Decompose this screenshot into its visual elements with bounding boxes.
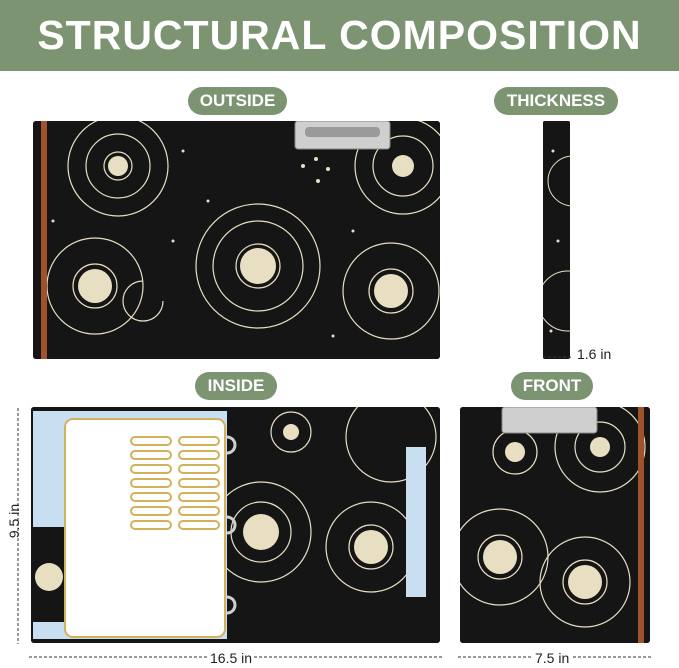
thickness-value: 1.6 in	[577, 346, 612, 362]
label-inside: INSIDE	[195, 372, 277, 400]
height-value: 9.5 in	[6, 503, 22, 539]
outside-artwork	[33, 121, 440, 359]
width-front-value: 7.5 in	[533, 650, 572, 666]
thickness-artwork	[543, 121, 570, 359]
thickness-dimension-line	[543, 356, 573, 358]
front-view	[460, 407, 650, 643]
label-front: FRONT	[511, 372, 593, 400]
inside-artwork	[31, 407, 440, 643]
outside-view	[33, 121, 440, 359]
inside-view	[31, 407, 440, 643]
page-title: STRUCTURAL COMPOSITION	[37, 12, 642, 58]
width-open-value: 16.5 in	[208, 650, 255, 666]
label-outside: OUTSIDE	[188, 87, 287, 115]
title-banner: STRUCTURAL COMPOSITION	[0, 0, 679, 71]
front-artwork	[460, 407, 650, 643]
height-dimension-line	[17, 408, 19, 644]
thickness-view	[543, 121, 570, 359]
label-thickness: THICKNESS	[494, 87, 618, 115]
